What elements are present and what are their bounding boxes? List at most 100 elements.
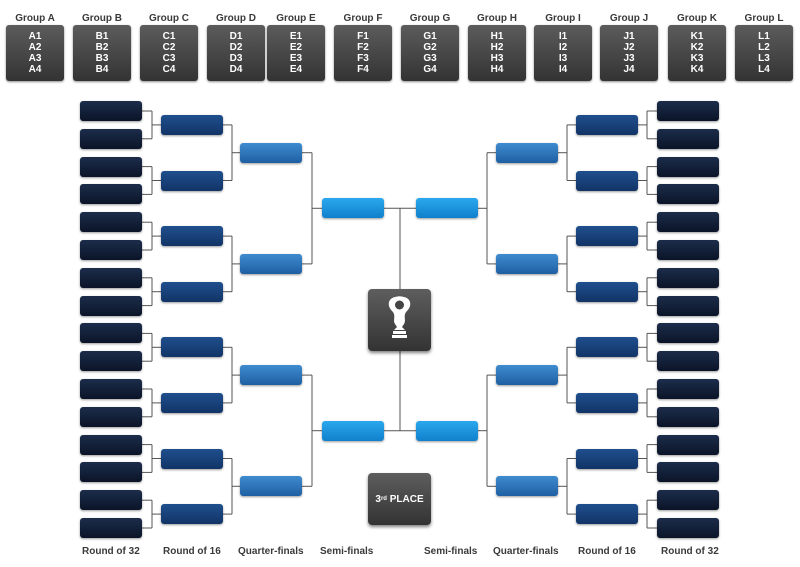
- trophy-icon: [388, 296, 411, 338]
- group-i-label: Group I: [545, 13, 581, 24]
- round-of-32-slot: [657, 351, 719, 372]
- team-slot: C4: [162, 64, 176, 75]
- round-of-32-slot: [657, 267, 719, 288]
- team-slot: A4: [28, 64, 42, 75]
- quarter-final-slot: [240, 476, 302, 497]
- round-label-right-r32: Round of 32: [661, 546, 719, 557]
- round-of-32-slot: [80, 323, 142, 344]
- group-e-label: Group E: [276, 13, 316, 24]
- team-slot: F2: [357, 42, 369, 53]
- group-g-card: G1 G2 G3 G4: [401, 25, 459, 81]
- team-slot: B3: [95, 53, 109, 64]
- round-of-32-slot: [80, 434, 142, 455]
- team-slot: E2: [289, 42, 303, 53]
- group-a-label: Group A: [15, 13, 55, 24]
- round-of-32-slot: [80, 518, 142, 538]
- round-label-left-r16: Round of 16: [163, 546, 221, 557]
- team-slot: A2: [28, 42, 42, 53]
- round-of-16-slot: [161, 281, 223, 302]
- team-slot: K4: [690, 64, 704, 75]
- team-slot: C2: [162, 42, 176, 53]
- round-of-16-slot: [576, 392, 638, 413]
- team-slot: L1: [758, 31, 770, 42]
- round-of-32-slot: [657, 295, 719, 316]
- team-slot: H4: [490, 64, 504, 75]
- round-of-32-slot: [80, 240, 142, 260]
- team-slot: G2: [423, 42, 437, 53]
- round-of-32-slot: [80, 295, 142, 316]
- round-of-16-slot: [576, 170, 638, 191]
- team-slot: A3: [28, 53, 42, 64]
- round-of-16-slot: [576, 226, 638, 247]
- round-of-16-slot: [576, 337, 638, 358]
- quarter-final-slot: [496, 476, 558, 497]
- round-of-32-slot: [80, 184, 142, 205]
- team-slot: B4: [95, 64, 109, 75]
- team-slot: K1: [690, 31, 704, 42]
- semi-final-slot: [416, 420, 478, 441]
- round-of-32-slot: [80, 462, 142, 483]
- round-of-32-slot: [80, 490, 142, 511]
- team-slot: I4: [558, 64, 568, 75]
- round-of-32-slot: [657, 323, 719, 344]
- round-of-32-slot: [657, 379, 719, 399]
- quarter-final-slot: [240, 253, 302, 274]
- round-label-left-sf: Semi-finals: [320, 546, 374, 557]
- round-of-32-slot: [657, 490, 719, 511]
- round-of-16-slot: [161, 226, 223, 247]
- team-slot: H2: [490, 42, 504, 53]
- round-label-right-qf: Quarter-finals: [493, 546, 559, 557]
- team-slot: F3: [357, 53, 369, 64]
- team-slot: B1: [95, 31, 109, 42]
- third-place-label: PLACE: [389, 493, 424, 505]
- semi-final-slot: [416, 198, 478, 219]
- team-slot: C1: [162, 31, 176, 42]
- group-j-label: Group J: [609, 13, 649, 24]
- semi-final-slot: [322, 198, 384, 219]
- semi-final-slot: [322, 420, 384, 441]
- team-slot: L2: [758, 42, 770, 53]
- round-of-16-slot: [576, 114, 638, 135]
- team-slot: G1: [423, 31, 437, 42]
- round-of-32-slot: [657, 434, 719, 455]
- team-slot: E4: [289, 64, 303, 75]
- trophy-box: [368, 289, 431, 351]
- round-of-32-slot: [657, 101, 719, 121]
- group-k-card: K1 K2 K3 K4: [668, 25, 726, 81]
- team-slot: C3: [162, 53, 176, 64]
- team-slot: I3: [558, 53, 568, 64]
- third-place-suffix: rd: [380, 496, 387, 502]
- group-l-card: L1 L2 L3 L4: [735, 25, 793, 81]
- round-of-32-slot: [657, 156, 719, 177]
- team-slot: H3: [490, 53, 504, 64]
- round-of-16-slot: [161, 170, 223, 191]
- group-e-card: E1 E2 E3 E4: [267, 25, 325, 81]
- quarter-final-slot: [240, 365, 302, 386]
- round-of-32-slot: [657, 212, 719, 233]
- round-of-16-slot: [161, 392, 223, 413]
- team-slot: E3: [289, 53, 303, 64]
- group-g-label: Group G: [409, 13, 451, 24]
- round-of-16-slot: [161, 114, 223, 135]
- team-slot: J2: [623, 42, 635, 53]
- group-l-label: Group L: [744, 13, 784, 24]
- group-k-label: Group K: [677, 13, 717, 24]
- round-label-right-r16: Round of 16: [578, 546, 636, 557]
- third-place-ordinal: 3: [375, 493, 381, 505]
- team-slot: J4: [623, 64, 635, 75]
- team-slot: I2: [558, 42, 568, 53]
- quarter-final-slot: [496, 142, 558, 163]
- group-d-card: D1 D2 D3 D4: [207, 25, 265, 81]
- team-slot: D1: [229, 31, 243, 42]
- team-slot: A1: [28, 31, 42, 42]
- quarter-final-slot: [496, 253, 558, 274]
- round-of-16-slot: [161, 448, 223, 469]
- round-of-32-slot: [80, 101, 142, 121]
- team-slot: H1: [490, 31, 504, 42]
- round-label-left-r32: Round of 32: [82, 546, 140, 557]
- quarter-final-slot: [496, 365, 558, 386]
- round-of-16-slot: [161, 337, 223, 358]
- round-of-32-slot: [80, 128, 142, 149]
